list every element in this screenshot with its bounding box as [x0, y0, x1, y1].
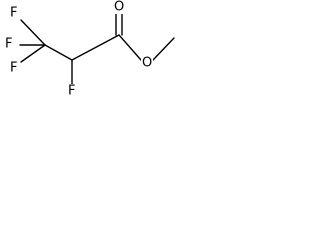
bond-o-methyl	[152, 37, 175, 61]
atom-f-alpha: F	[68, 84, 75, 99]
atom-o-ester: O	[142, 56, 152, 71]
atom-f-upper-left: F	[10, 6, 17, 21]
atom-f-lower-left: F	[10, 61, 17, 76]
structure-drawing: F F F F O O	[4, 0, 175, 99]
atom-f-left: F	[5, 37, 12, 52]
bond-c1-o-ester	[118, 34, 142, 61]
bonds	[19, 11, 175, 87]
bond-c3-f-lower	[20, 44, 46, 63]
atom-o-carbonyl: O	[114, 0, 124, 15]
bond-c3-c2	[44, 44, 73, 61]
bond-c3-f-upper	[20, 19, 46, 46]
bond-c2-c1	[71, 34, 120, 61]
atom-labels: F F F F O O	[4, 0, 153, 99]
